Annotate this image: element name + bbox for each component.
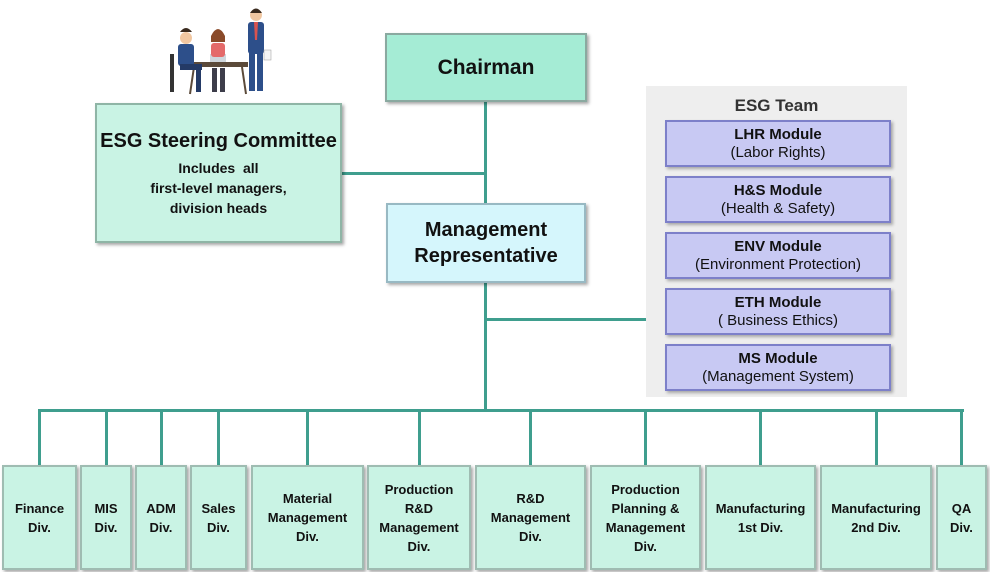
division-line: R&D	[404, 500, 434, 516]
division-line: Material	[282, 491, 333, 506]
management-rep-line-1: Management	[424, 219, 548, 241]
division-production-rd-management: Production R&D Management Div.	[367, 465, 471, 570]
division-sales: Sales Div.	[190, 465, 247, 570]
division-line: Management	[605, 519, 686, 535]
module-desc: (Labor Rights)	[730, 143, 826, 161]
chairman-label: Chairman	[437, 55, 535, 79]
division-line: Div.	[519, 529, 542, 544]
division-line: ADM	[146, 500, 176, 516]
division-manufacturing-2nd: Manufacturing 2nd Div.	[820, 465, 932, 570]
connector-chairman-rep	[484, 102, 487, 204]
module-name: H&S Module	[733, 181, 823, 199]
division-line: R&D	[516, 491, 545, 506]
division-line: Manufacturing	[831, 500, 921, 516]
division-line: Sales	[201, 500, 236, 516]
division-line: Finance	[14, 500, 65, 516]
division-production-planning-management: Production Planning & Management Div.	[590, 465, 701, 570]
module-name: ENV Module	[734, 237, 822, 255]
division-adm: ADM Div.	[135, 465, 187, 570]
steering-committee-title: ESG Steering Committee	[100, 130, 337, 152]
module-desc: (Management System)	[702, 367, 854, 385]
connector-division-bus	[38, 409, 964, 412]
division-line: Div.	[149, 519, 173, 535]
connector-drop	[38, 409, 41, 465]
connector-drop	[875, 409, 878, 465]
meeting-people-icon	[160, 6, 280, 98]
connector-drop	[160, 409, 163, 465]
steering-committee-box: ESG Steering Committee Includes all firs…	[95, 103, 342, 243]
division-line: 2nd Div.	[851, 519, 901, 535]
division-line: Div.	[207, 519, 230, 535]
connector-drop	[217, 409, 220, 465]
steering-committee-line-1: Includes all	[178, 160, 259, 176]
esg-module-hs: H&S Module (Health & Safety)	[665, 176, 891, 223]
connector-drop	[960, 409, 963, 465]
module-name: LHR Module	[734, 125, 822, 143]
division-line: Manufacturing	[715, 500, 806, 516]
connector-drop	[105, 409, 108, 465]
management-rep-box: Management Representative	[386, 203, 586, 283]
esg-module-eth: ETH Module ( Business Ethics)	[665, 288, 891, 335]
esg-module-env: ENV Module (Environment Protection)	[665, 232, 891, 279]
division-manufacturing-1st: Manufacturing 1st Div.	[705, 465, 816, 570]
connector-drop	[529, 409, 532, 465]
division-material-management: Material Management Div.	[251, 465, 364, 570]
division-line: Div.	[407, 538, 431, 554]
steering-committee-line-3: division heads	[169, 200, 268, 216]
division-line: Planning &	[611, 500, 680, 516]
division-line: Production	[611, 481, 680, 497]
connector-rep-divisions	[484, 283, 487, 411]
module-name: ETH Module	[734, 293, 822, 311]
module-desc: (Health & Safety)	[720, 199, 836, 217]
division-line: MIS	[94, 500, 118, 516]
steering-committee-line-2: first-level managers,	[150, 180, 287, 196]
connector-drop	[644, 409, 647, 465]
division-mis: MIS Div.	[80, 465, 132, 570]
connector-committee	[341, 172, 487, 175]
division-line: Management	[267, 510, 348, 525]
division-line: 1st Div.	[737, 519, 784, 535]
esg-module-lhr: LHR Module (Labor Rights)	[665, 120, 891, 167]
division-line: Management	[379, 519, 459, 535]
connector-esg-team	[486, 318, 646, 321]
esg-team-title: ESG Team	[734, 96, 819, 115]
division-line: Div.	[296, 529, 319, 544]
module-desc: ( Business Ethics)	[717, 311, 839, 329]
chairman-box: Chairman	[385, 33, 587, 102]
connector-drop	[306, 409, 309, 465]
division-line: Production	[384, 481, 454, 497]
division-line: Div.	[950, 519, 973, 535]
division-qa: QA Div.	[936, 465, 987, 570]
division-line: Div.	[634, 538, 657, 554]
connector-drop	[418, 409, 421, 465]
module-name: MS Module	[738, 349, 818, 367]
division-line: Div.	[94, 519, 118, 535]
division-rd-management: R&D Management Div.	[475, 465, 586, 570]
module-desc: (Environment Protection)	[695, 255, 861, 273]
division-line: QA	[951, 500, 972, 516]
division-finance: Finance Div.	[2, 465, 77, 570]
division-line: Management	[490, 510, 571, 525]
management-rep-line-2: Representative	[414, 245, 558, 267]
esg-module-ms: MS Module (Management System)	[665, 344, 891, 391]
division-line: Div.	[28, 519, 51, 535]
connector-drop	[759, 409, 762, 465]
